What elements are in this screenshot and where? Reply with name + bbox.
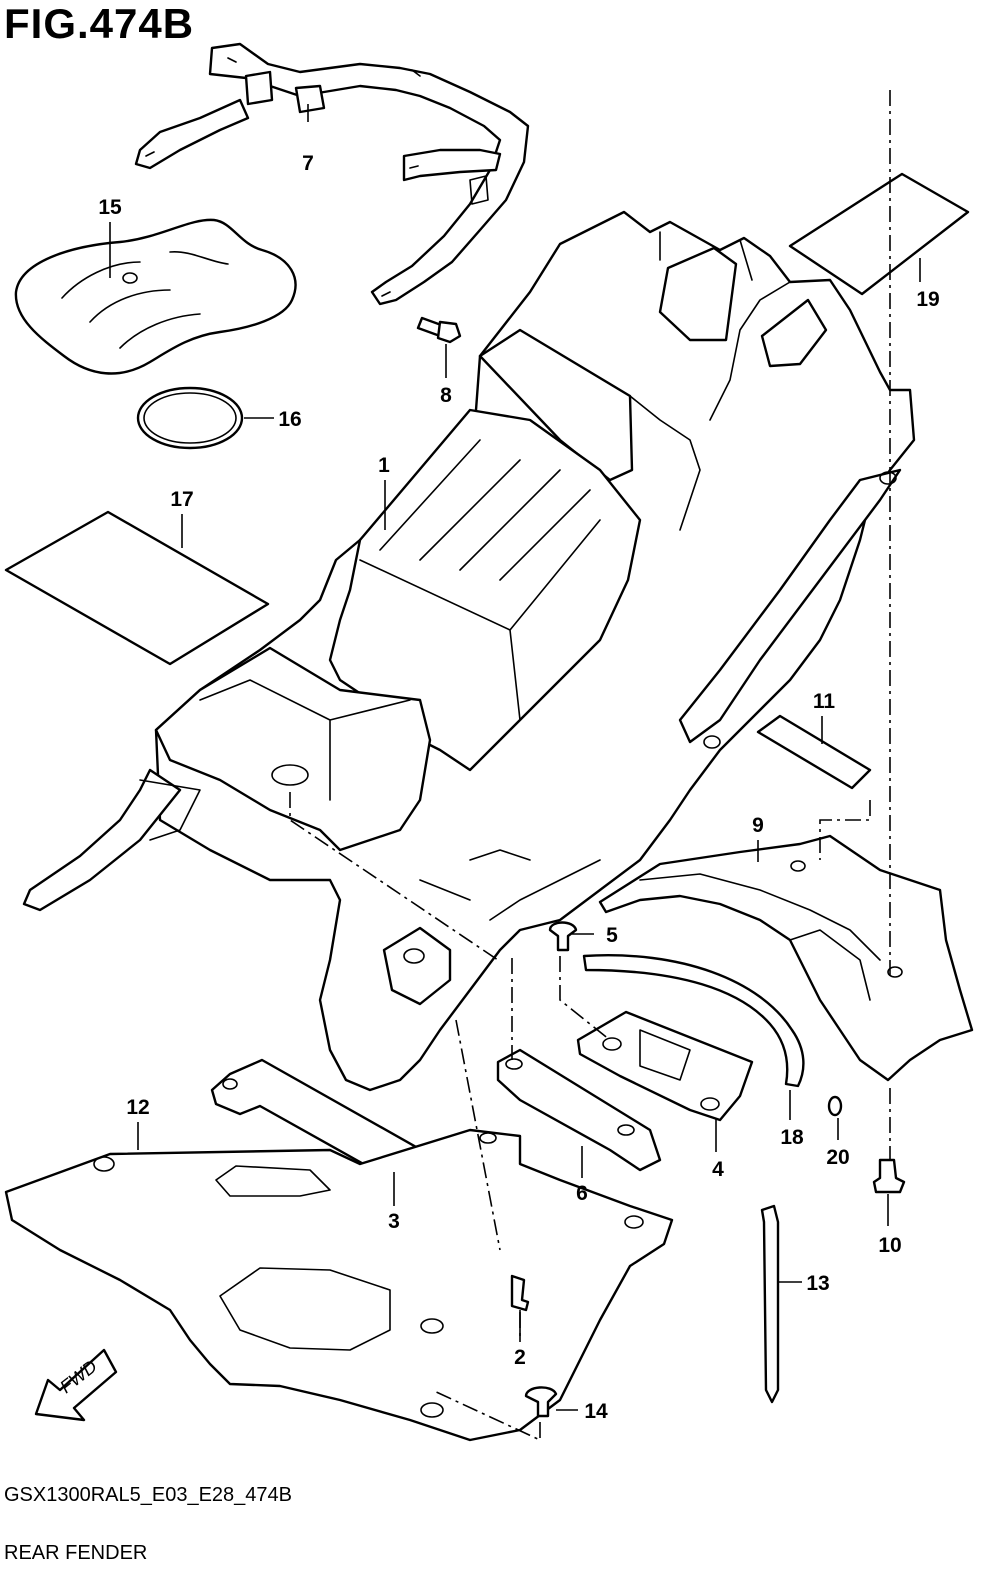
- figure-title: FIG.474B: [4, 0, 195, 47]
- callout-7: 7: [302, 152, 314, 175]
- part-20-washer: [827, 1095, 843, 1117]
- callout-3: 3: [388, 1210, 400, 1233]
- figure-code: GSX1300RAL5_E03_E28_474B: [4, 1484, 293, 1506]
- callout-8: 8: [440, 384, 452, 407]
- part-15-seat-pad: [14, 218, 297, 375]
- callout-16: 16: [278, 408, 301, 431]
- part-1-strap: [678, 468, 902, 744]
- part-12-undertray: [4, 1128, 674, 1442]
- callout-17: 17: [170, 488, 193, 511]
- callout-2: 2: [514, 1346, 526, 1369]
- callout-10: 10: [878, 1234, 901, 1257]
- callout-9: 9: [752, 814, 764, 837]
- part-11-sheet: [756, 714, 872, 790]
- fwd-arrow: FWD: [34, 1348, 118, 1422]
- part-16-ring: [136, 386, 244, 450]
- callout-14: 14: [584, 1400, 608, 1423]
- part-1-storage-box: [154, 408, 642, 852]
- callout-5: 5: [606, 924, 618, 947]
- part-18-strip: [582, 954, 805, 1088]
- mount-boss: [382, 926, 452, 1006]
- callout-15: 15: [98, 196, 122, 219]
- part-5-clip: [548, 921, 578, 952]
- part-14-rivet: [524, 1386, 558, 1418]
- callout-11: 11: [813, 690, 836, 713]
- part-6-bracket: [496, 1048, 662, 1172]
- figure-name: REAR FENDER: [4, 1542, 148, 1564]
- part-10-bolt: [872, 1158, 906, 1194]
- callout-20: 20: [826, 1146, 849, 1169]
- part-13-cable-tie: [760, 1204, 780, 1404]
- front-flap: [22, 768, 182, 912]
- callout-4: 4: [712, 1158, 724, 1181]
- callout-19: 19: [916, 288, 939, 311]
- part-2-screw: [510, 1274, 530, 1312]
- callout-6: 6: [576, 1182, 588, 1205]
- part-17-sheet: [4, 510, 270, 666]
- part-9-inner-fender: [598, 834, 974, 1082]
- callout-12: 12: [126, 1096, 149, 1119]
- callout-18: 18: [780, 1126, 804, 1149]
- part-7-grab-rail: [134, 42, 530, 306]
- part-4-bracket: [576, 1010, 754, 1122]
- callout-13: 13: [806, 1272, 829, 1295]
- part-8-bolt: [416, 316, 462, 344]
- callout-1: 1: [378, 454, 390, 477]
- part-19-sheet: [788, 172, 970, 296]
